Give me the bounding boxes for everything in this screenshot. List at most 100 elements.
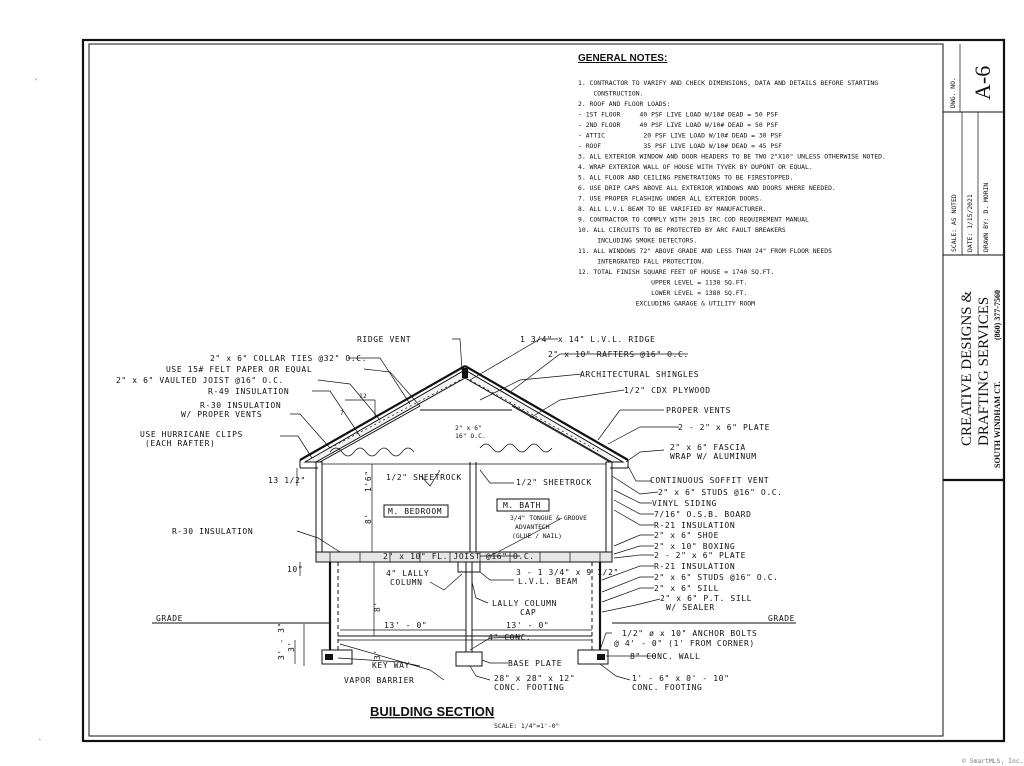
callout-lower-studs: 2" x 6" STUDS @16" O.C. <box>654 573 779 582</box>
callout-proper-vents: PROPER VENTS <box>666 406 731 415</box>
general-note-line: 8. ALL L.V.L BEAM TO BE VARIFIED BY MANU… <box>578 205 767 213</box>
callout-anchor-bolts-line1: 1/2" ø x 10" ANCHOR BOLTS <box>622 629 757 638</box>
dwg-number: A-6 <box>970 66 995 100</box>
callout-osb-board: 7/16" O.S.B. BOARD <box>654 510 752 519</box>
callout-mid-plate: 2 - 2" x 6" PLATE <box>654 551 746 560</box>
dim-3ft-left: 3' <box>287 641 296 652</box>
callout-r30-vents-line1: R-30 INSULATION <box>200 401 281 410</box>
general-note-line: 11. ALL WINDOWS 72" ABOVE GRADE AND LESS… <box>578 247 832 255</box>
callout-top-plate: 2 - 2" x 6" PLATE <box>678 423 770 432</box>
callout-fascia-line1: 2" x 6" FASCIA <box>670 443 746 452</box>
callout-anchor-bolts-line2: @ 4' - 0" (1' FROM CORNER) <box>614 639 755 648</box>
general-note-line: 4. WRAP EXTERIOR WALL OF HOUSE WITH TYVE… <box>578 163 813 171</box>
callout-concrete-wall: 8" CONC. WALL <box>630 652 700 661</box>
callout-key-way: KEY WAY <box>372 661 410 670</box>
drawing-title: BUILDING SECTION <box>370 704 494 719</box>
general-note-line: 10. ALL CIRCUITS TO BE PROTECTED BY ARC … <box>578 226 786 234</box>
company-location: SOUTH WINDHAM CT. <box>993 381 1002 468</box>
callout-column-footing-line2: CONC. FOOTING <box>494 683 564 692</box>
dim-10-in: 10" <box>287 565 303 574</box>
callout-shoe: 2" x 6" SHOE <box>654 531 719 540</box>
callout-vinyl-siding: VINYL SIDING <box>652 499 717 508</box>
general-note-line: - 1ST FLOOR 40 PSF LIVE LOAD W/10# DEAD … <box>578 111 778 119</box>
callout-lally-cap-line2: CAP <box>520 608 536 617</box>
callout-tongue-groove-line3: (GLUE / NAIL) <box>512 532 562 540</box>
room-label-master-bath: M. BATH <box>503 501 541 510</box>
callout-r21-upper: R-21 INSULATION <box>654 521 735 530</box>
callout-4in-concrete: 4" CONC. <box>488 633 531 642</box>
general-note-line: UPPER LEVEL = 1138 SQ.FT. <box>578 279 747 287</box>
dim-3ft-right: 3' <box>373 649 382 660</box>
room-label-master-bedroom: M. BEDROOM <box>388 507 442 516</box>
scale-field: SCALE: AS NOTED <box>950 194 958 252</box>
dim-left-wall: 3' - 3" <box>277 622 286 660</box>
general-notes-heading: GENERAL NOTES: <box>578 53 667 64</box>
building-section-drawing: M. BEDROOM M. BATH <box>116 335 796 730</box>
callout-wall-footing-line1: 1' - 6" x 0' - 10" <box>632 674 730 683</box>
callout-collar-ties: 2" x 6" COLLAR TIES @32" O.C. <box>210 354 367 363</box>
general-note-line: - ROOF 35 PSF LIVE LOAD W/10# DEAD = 45 … <box>578 142 782 150</box>
callout-r21-lower: R-21 INSULATION <box>654 562 735 571</box>
callout-boxing: 2" x 10" BOXING <box>654 542 735 551</box>
callout-column-footing-line1: 28" x 28" x 12" <box>494 674 575 683</box>
grade-label-left: GRADE <box>156 614 183 623</box>
scan-mark: ' <box>34 77 38 85</box>
callout-attic-joist-line2: 16" O.C. <box>455 432 486 440</box>
general-note-line: 5. ALL FLOOR AND CEILING PENETRATIONS TO… <box>578 174 793 182</box>
dim-13-half-in: 13 1/2" <box>268 476 306 485</box>
callout-base-plate: BASE PLATE <box>508 659 562 668</box>
callout-lally-cap-line1: LALLY COLUMN <box>492 599 557 608</box>
drawing-scale: SCALE: 1/4"=1'-0" <box>494 722 559 730</box>
general-note-line: EXCLUDING GARAGE & UTILITY ROOM <box>578 300 755 308</box>
callout-attic-joist-line1: 2" x 6" <box>455 424 482 432</box>
callout-architectural-shingles: ARCHITECTURAL SHINGLES <box>580 370 699 379</box>
callout-pt-sill-line2: W/ SEALER <box>666 603 715 612</box>
callout-pt-sill-line1: 2" x 6" P.T. SILL <box>660 594 752 603</box>
callout-cdx-plywood: 1/2" CDX PLYWOOD <box>624 386 711 395</box>
dwg-no-label: DWG. NO. <box>949 77 957 108</box>
callout-lally-line1: 4" LALLY <box>386 569 429 578</box>
general-note-line: - ATTIC 20 PSF LIVE LOAD W/10# DEAD = 30… <box>578 132 782 140</box>
callout-lally-line2: COLUMN <box>390 578 423 587</box>
general-note-line: - 2ND FLOOR 40 PSF LIVE LOAD W/10# DEAD … <box>578 121 778 129</box>
callout-sill: 2" x 6" SILL <box>654 584 719 593</box>
company-name-line-1: CREATIVE DESIGNS & <box>959 291 975 446</box>
grade-label-right: GRADE <box>768 614 795 623</box>
callout-felt-paper: USE 15# FELT PAPER OR EQUAL <box>166 365 312 374</box>
callout-fascia-line2: WRAP W/ ALUMINUM <box>670 452 757 461</box>
general-notes-list: 1. CONTRACTOR TO VARIFY AND CHECK DIMENS… <box>578 79 886 308</box>
slope-run: 12 <box>359 392 367 400</box>
callout-ridge-vent: RIDGE VENT <box>357 335 411 344</box>
general-notes: GENERAL NOTES: 1. CONTRACTOR TO VARIFY A… <box>578 53 886 308</box>
callout-tongue-groove-line1: 3/4" TONGUE & GROOVE <box>510 514 587 522</box>
general-note-line: 12. TOTAL FINISH SQUARE FEET OF HOUSE = … <box>578 268 774 276</box>
dim-8ft-upper: 8' <box>364 513 373 524</box>
callout-vapor-barrier: VAPOR BARRIER <box>344 676 414 685</box>
general-note-line: 2. ROOF AND FLOOR LOADS: <box>578 100 670 108</box>
callout-wall-footing-line2: CONC. FOOTING <box>632 683 702 692</box>
dim-13ft-left: 13' - 0" <box>384 621 427 630</box>
callout-hurricane-clips-line1: USE HURRICANE CLIPS <box>140 430 243 439</box>
general-note-line: 9. CONTRACTOR TO COMPLY WITH 2015 IRC CO… <box>578 216 809 224</box>
slope-rise: 7 <box>340 409 344 417</box>
company-name-line-2: DRAFTING SERVICES <box>976 297 992 446</box>
callout-rafters: 2" x 10" RAFTERS @16" O.C. <box>548 350 689 359</box>
general-note-line: 3. ALL EXTERIOR WINDOW AND DOOR HEADERS … <box>578 153 886 161</box>
general-note-line: INTERGRATED FALL PROTECTION. <box>578 258 705 266</box>
callout-lvl-beam-line1: 3 - 1 3/4" x 9 1/2" <box>516 568 619 577</box>
callout-r49: R-49 INSULATION <box>208 387 289 396</box>
callout-floor-joist: 2" x 10" FL. JOIST @16" O.C. <box>383 552 535 561</box>
callout-upper-studs: 2" x 6" STUDS @16" O.C. <box>658 488 783 497</box>
callout-soffit-vent: CONTINUOUS SOFFIT VENT <box>650 476 769 485</box>
general-note-line: INCLUDING SMOKE DETECTORS. <box>578 237 697 245</box>
dim-13ft-right: 13' - 0" <box>506 621 549 630</box>
dim-8ft-lower: 8' <box>373 601 382 612</box>
callout-r30-left: R-30 INSULATION <box>172 527 253 536</box>
date-field: DATE: 1/15/2021 <box>966 194 974 252</box>
callout-tongue-groove-line2: ADVANTECH <box>515 523 550 531</box>
dim-1-6: 1'6" <box>364 470 373 492</box>
company-phone: (860) 377-7560 <box>993 290 1002 340</box>
outer-border <box>81 38 1006 743</box>
callout-r30-vents-line2: W/ PROPER VENTS <box>181 410 262 419</box>
